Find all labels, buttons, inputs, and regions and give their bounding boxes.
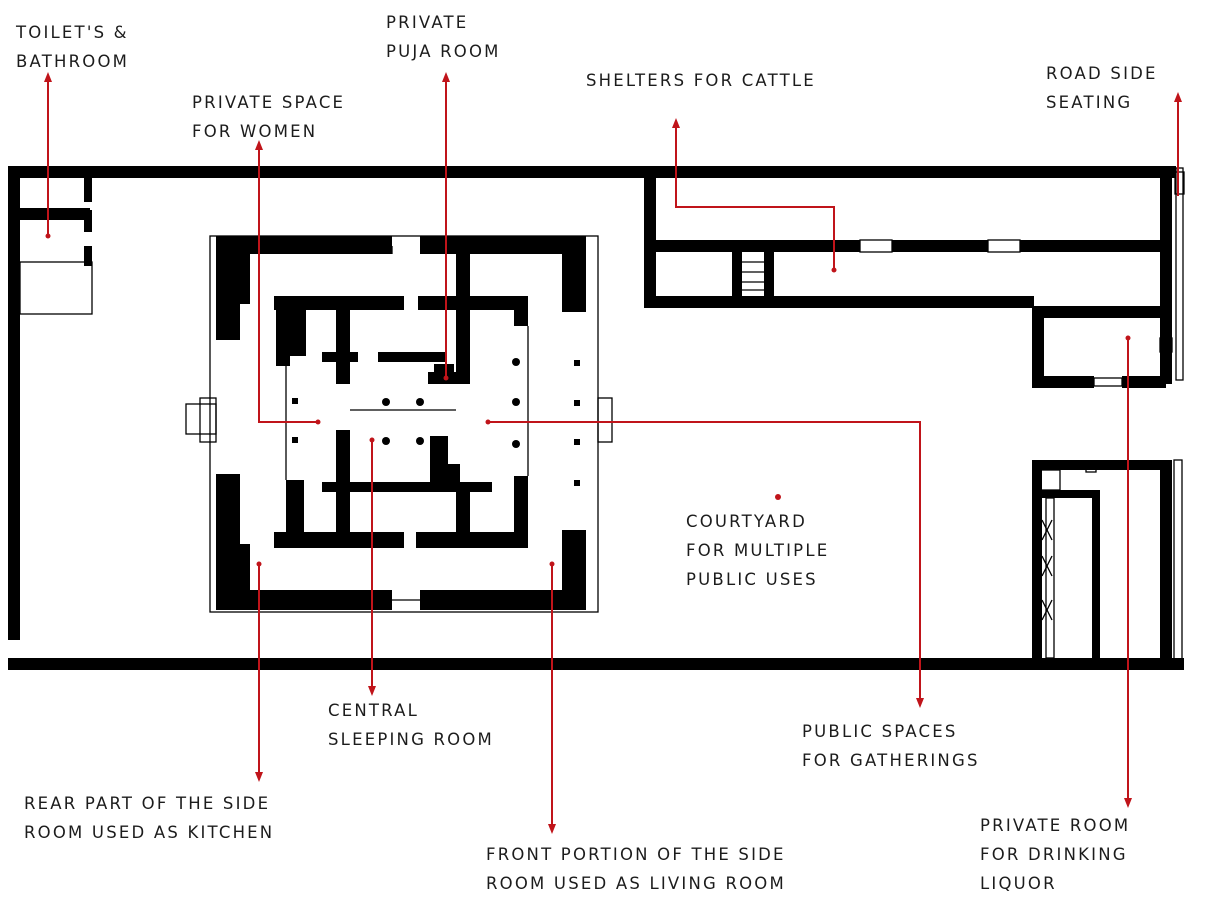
label-kitchen: REAR PART OF THE SIDE ROOM USED AS KITCH… — [24, 789, 274, 847]
label-line: FOR DRINKING — [980, 845, 1128, 864]
label-line: PUBLIC SPACES — [802, 722, 958, 741]
label-courtyard: COURTYARD FOR MULTIPLE PUBLIC USES — [686, 507, 829, 594]
label-sleeping: CENTRAL SLEEPING ROOM — [328, 696, 494, 754]
label-cattle: SHELTERS FOR CATTLE — [586, 66, 816, 95]
label-line: SLEEPING ROOM — [328, 730, 494, 749]
label-line: PUJA ROOM — [386, 42, 501, 61]
label-line: TOILET'S & — [16, 23, 129, 42]
label-liquor: PRIVATE ROOM FOR DRINKING LIQUOR — [980, 811, 1130, 898]
label-line: FRONT PORTION OF THE SIDE — [486, 845, 786, 864]
toilet-block — [19, 178, 93, 315]
label-line: LIQUOR — [980, 874, 1057, 893]
label-line: FOR WOMEN — [192, 122, 318, 141]
liquor-room-block — [1032, 460, 1166, 660]
label-line: REAR PART OF THE SIDE — [24, 794, 271, 813]
label-line: PUBLIC USES — [686, 570, 818, 589]
label-line: BATHROOM — [16, 52, 130, 71]
label-roadside: ROAD SIDE SEATING — [1046, 59, 1158, 117]
label-line: ROAD SIDE — [1046, 64, 1158, 83]
label-line: SEATING — [1046, 93, 1133, 112]
label-gatherings: PUBLIC SPACES FOR GATHERINGS — [802, 717, 980, 775]
label-line: PRIVATE ROOM — [980, 816, 1131, 835]
outer-wall — [8, 166, 1185, 670]
cattle-shelter-block — [644, 178, 1166, 308]
label-line: PRIVATE — [386, 13, 469, 32]
label-line: COURTYARD — [686, 512, 807, 531]
label-toilet: TOILET'S & BATHROOM — [16, 18, 129, 76]
label-line: FOR MULTIPLE — [686, 541, 830, 560]
label-line: ROOM USED AS LIVING ROOM — [486, 874, 786, 893]
label-puja: PRIVATE PUJA ROOM — [386, 8, 501, 66]
label-line: CENTRAL — [328, 701, 420, 720]
main-house — [185, 235, 613, 613]
private-room-block — [1032, 306, 1173, 388]
leader-lines — [44, 72, 1182, 834]
label-line: FOR GATHERINGS — [802, 751, 980, 770]
label-living: FRONT PORTION OF THE SIDE ROOM USED AS L… — [486, 840, 786, 898]
label-line: SHELTERS FOR CATTLE — [586, 71, 816, 90]
label-line: ROOM USED AS KITCHEN — [24, 823, 275, 842]
label-women: PRIVATE SPACE FOR WOMEN — [192, 88, 345, 146]
label-line: PRIVATE SPACE — [192, 93, 346, 112]
